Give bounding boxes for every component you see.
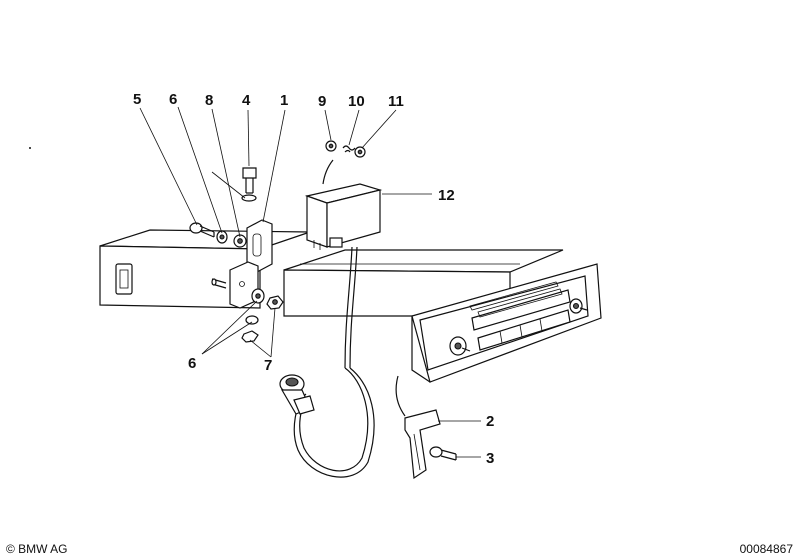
screw-5 [189,222,215,238]
callout-6-lower: 6 [188,355,196,372]
washer-6-lower [245,288,265,325]
callout-3: 3 [486,450,494,467]
arrow-upper [322,159,334,185]
screw-3 [429,446,457,461]
washer-6-upper [216,230,228,244]
callout-10: 10 [348,93,365,110]
washer-8 [233,234,247,248]
callout-9: 9 [318,93,326,110]
callout-4: 4 [242,92,251,109]
cable-harness [293,246,375,478]
spring-washer-10 [342,145,356,153]
callout-7: 7 [264,357,272,374]
callout-11: 11 [388,93,404,110]
control-unit-12 [304,183,383,250]
nut-11 [354,146,366,158]
callout-8: 8 [205,92,213,109]
arrow-lower [395,375,406,417]
cable-connector [279,374,315,415]
nut-7 [241,295,284,343]
clip-2 [404,409,441,480]
screw-lower [211,278,227,289]
callout-1: 1 [280,92,288,109]
callout-2: 2 [486,413,494,430]
radio-unit [283,249,602,383]
stray-dot [29,147,31,149]
callout-12: 12 [438,187,455,204]
bolt-4 [241,167,257,202]
diagram-number: 00084867 [740,542,794,556]
copyright-text: © BMW AG [6,542,68,556]
nut-9 [325,140,337,152]
callout-6-upper: 6 [169,91,177,108]
callout-5: 5 [133,91,141,108]
leader-lines [139,106,481,458]
